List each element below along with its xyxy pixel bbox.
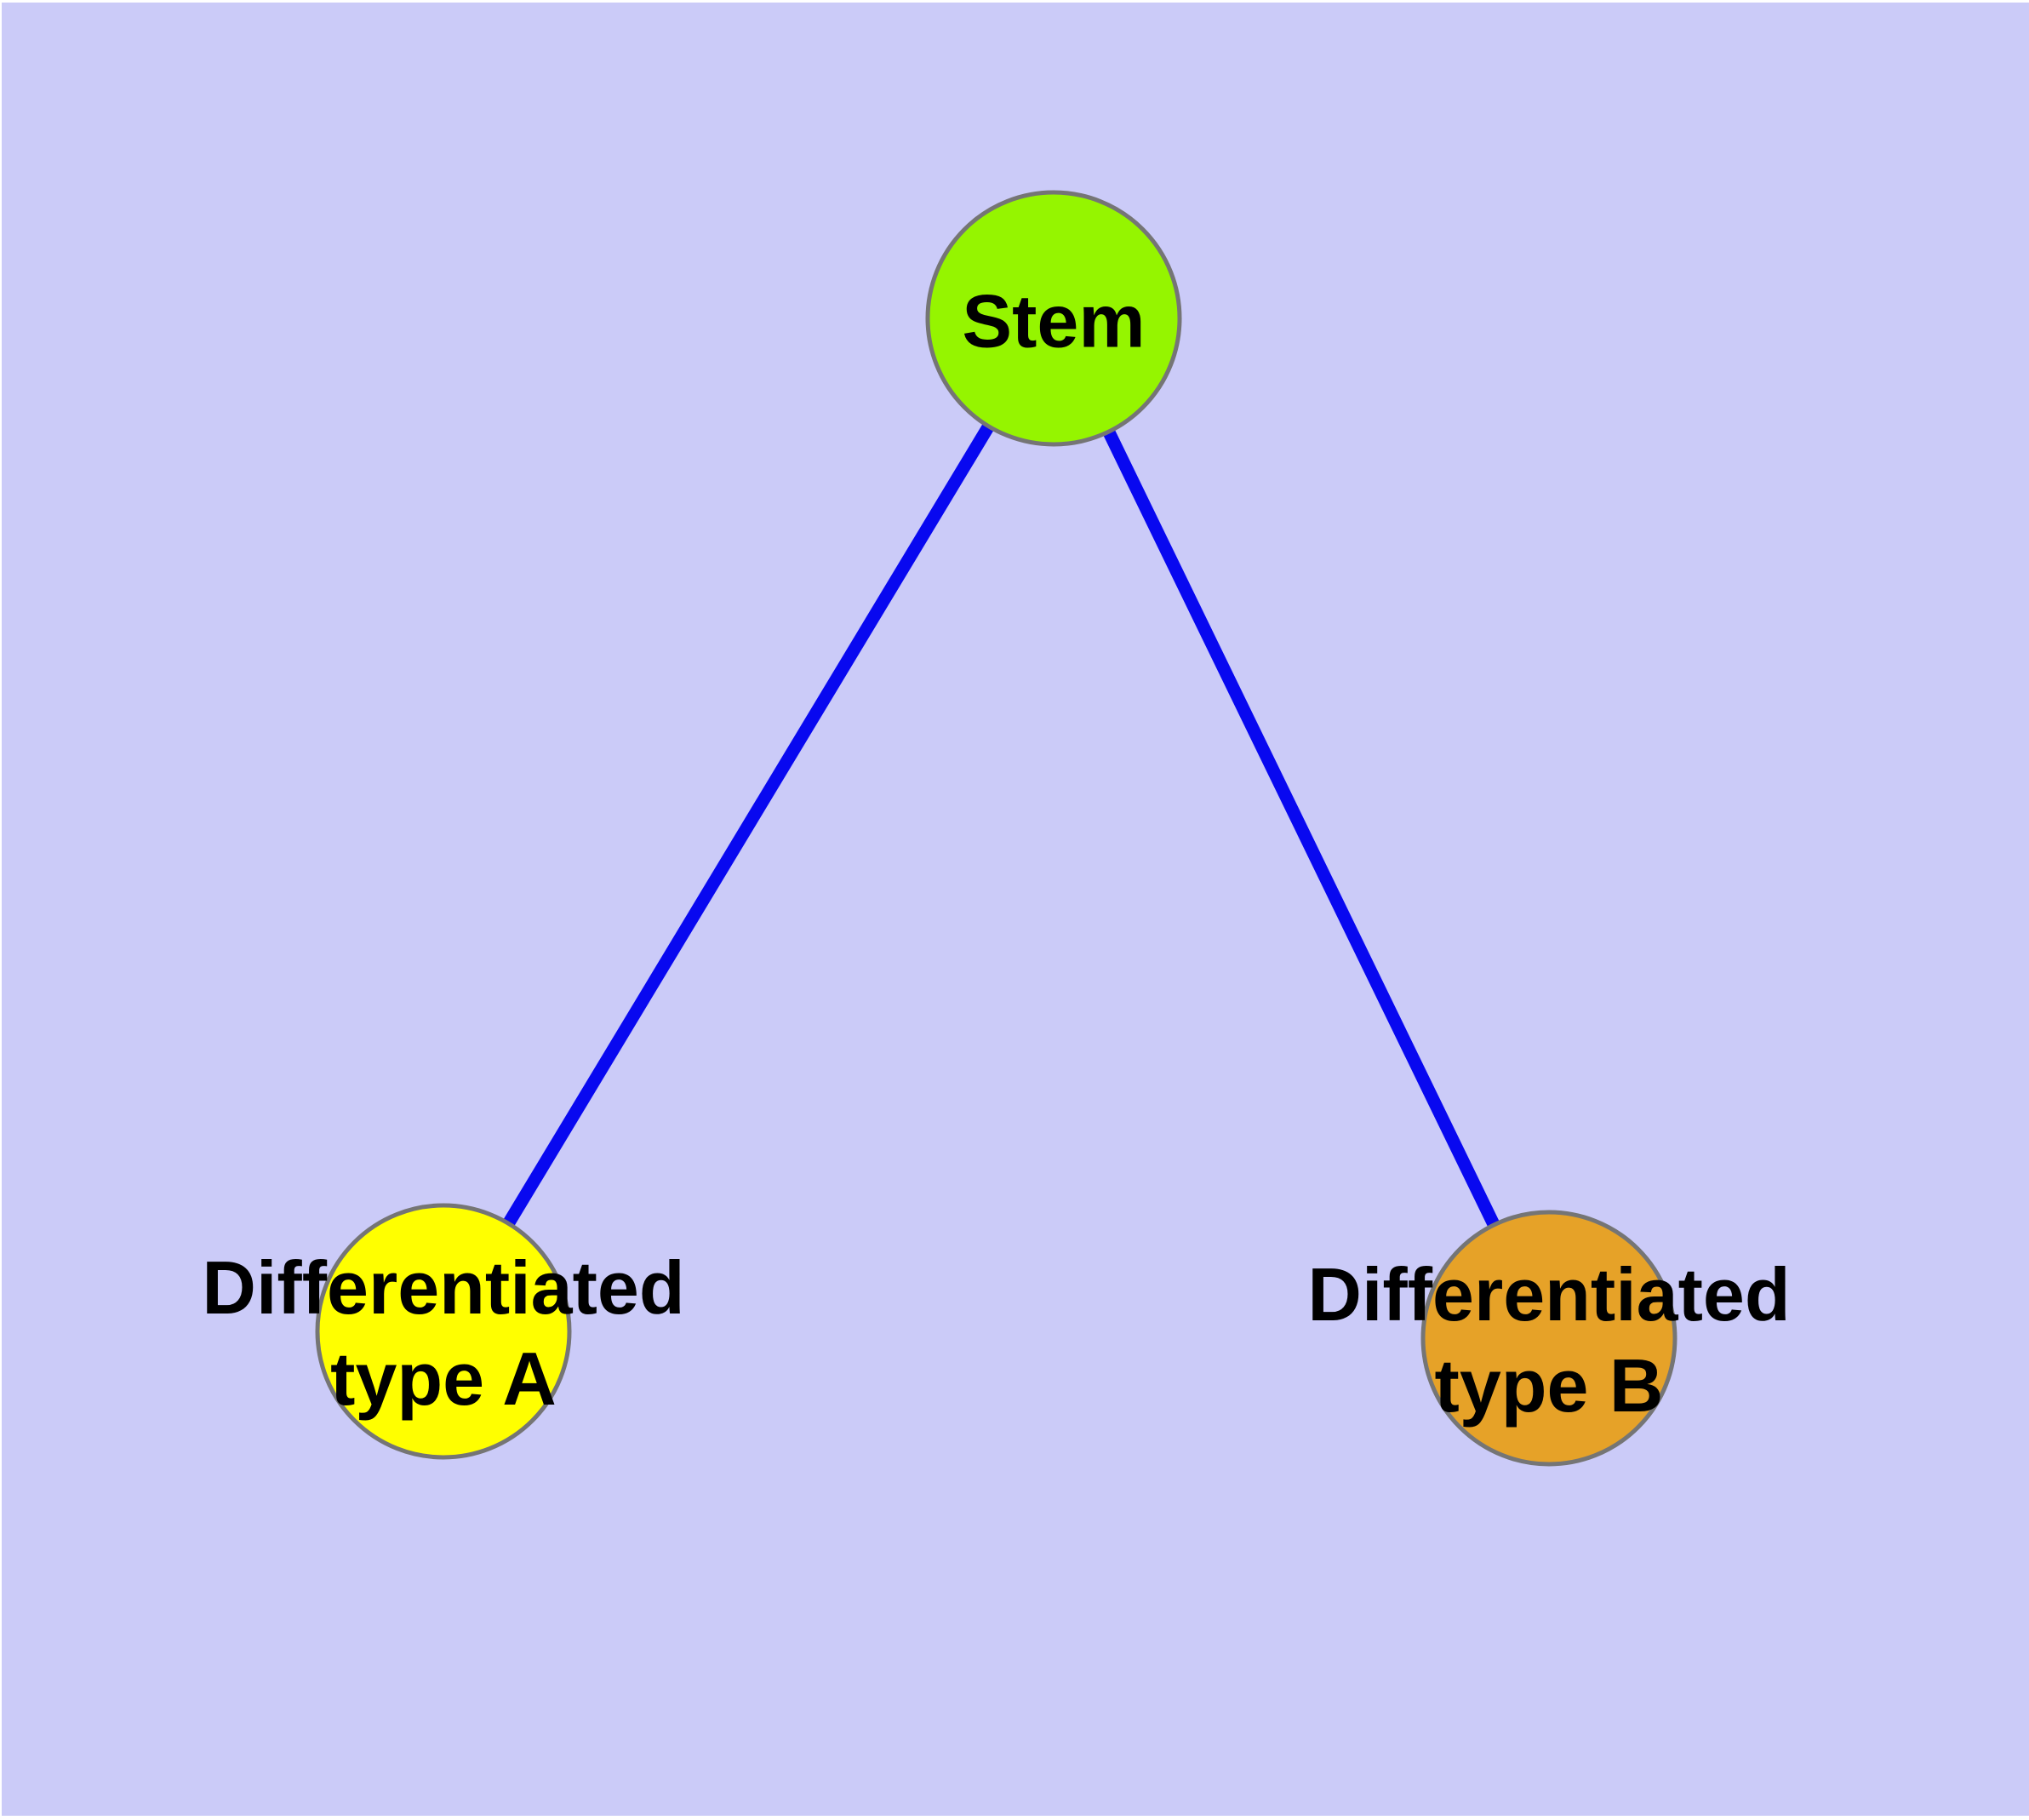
- node-label-line: type A: [330, 1336, 557, 1421]
- node-label-line: type B: [1434, 1343, 1664, 1428]
- node-label-line: Differentiated: [202, 1245, 685, 1330]
- node-differentiated-type-a: [315, 1203, 572, 1460]
- node-label-line: Differentiated: [1307, 1252, 1791, 1336]
- node-label-stem: Stem: [962, 276, 1145, 367]
- node-label-differentiated-type-a: Differentiated type A: [202, 1242, 684, 1424]
- node-label-line: Stem: [962, 278, 1146, 363]
- node-differentiated-type-b: [1420, 1210, 1677, 1467]
- node-label-differentiated-type-b: Differentiated type B: [1307, 1249, 1790, 1431]
- edge-stem-to-type-b: [1048, 315, 1555, 1342]
- node-stem: [925, 190, 1182, 447]
- edge-stem-to-type-a: [437, 315, 1060, 1335]
